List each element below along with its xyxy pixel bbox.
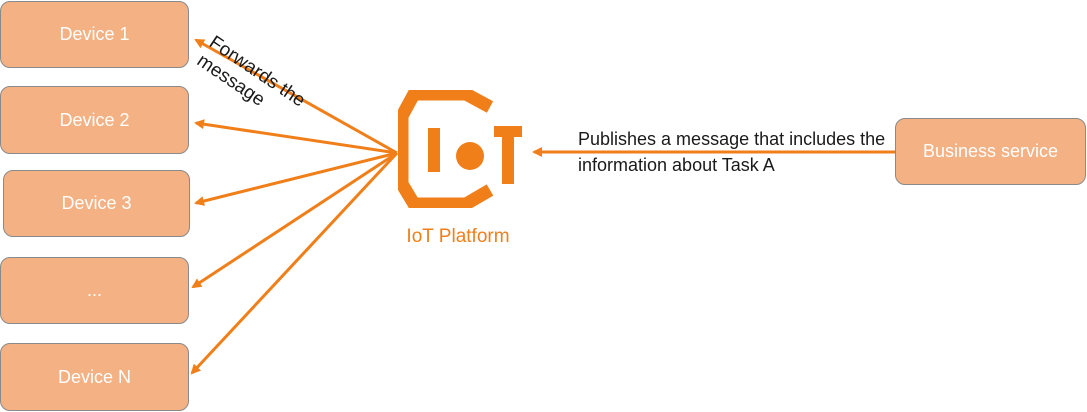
device-3-label: Device 3 (61, 193, 132, 213)
arrow-to-device-1 (194, 38, 398, 155)
device-n-label: Device N (57, 366, 132, 387)
business-service-box: Business service (895, 118, 1086, 185)
device-1-box: Device 1 (0, 1, 189, 68)
device-ellipsis-label: ... (86, 280, 102, 300)
arrow-to-device-2 (194, 119, 398, 155)
arrow-to-device-3 (194, 151, 398, 206)
device-ellipsis-box: ... (0, 257, 189, 324)
device-1-label: Device 1 (59, 24, 130, 44)
iot-logo-icon (398, 90, 522, 208)
business-service-label: Business service (922, 141, 1059, 161)
device-n-box: Device N (0, 343, 189, 411)
publish-edge-label: Publishes a message that includes the in… (578, 129, 886, 175)
device-3-box: Device 3 (3, 170, 190, 237)
arrow-to-device-ellipsis (191, 151, 398, 289)
device-2-label: Device 2 (59, 109, 130, 130)
device-2-box: Device 2 (0, 86, 189, 154)
arrow-to-device-n (190, 151, 399, 375)
platform-label: IoT Platform (406, 226, 510, 247)
